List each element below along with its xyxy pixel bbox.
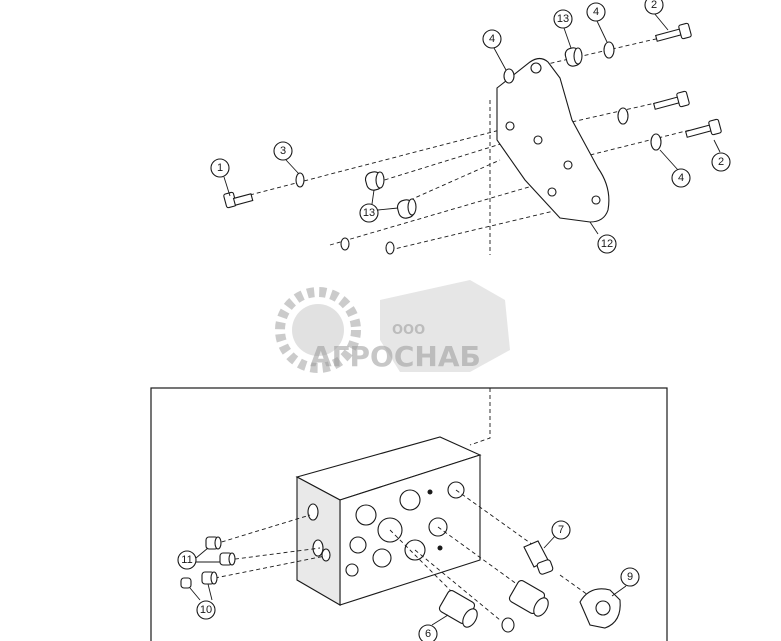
small-washer: [385, 241, 395, 255]
callouts: 1 2 2 3 4 4: [177, 0, 731, 641]
assembly-line: [544, 101, 661, 129]
callout-3: 3: [273, 141, 293, 161]
bracket-hole: [563, 160, 573, 170]
fitting: [523, 540, 554, 575]
svg-text:11: 11: [181, 554, 192, 566]
short-bolt: [223, 191, 254, 209]
svg-text:13: 13: [557, 13, 569, 25]
watermark-prefix: ООО: [392, 323, 425, 338]
bracket-hole: [591, 195, 601, 205]
solenoid-coil: [579, 588, 621, 629]
watermark-name: АГРОСНАБ: [310, 340, 481, 373]
callout-4: 4: [482, 29, 502, 49]
gear-icon: [275, 287, 361, 373]
assembly-line: [214, 514, 311, 545]
svg-text:4: 4: [489, 33, 495, 45]
assembly-line: [469, 388, 491, 446]
callout-4: 4: [671, 168, 691, 188]
plug: [180, 577, 192, 589]
assembly-line: [389, 529, 461, 601]
callout-6: 6: [418, 624, 438, 641]
spacer: [396, 198, 417, 219]
svg-text:2: 2: [718, 156, 724, 168]
svg-text:10: 10: [200, 604, 212, 616]
callout-13: 13: [359, 203, 379, 223]
svg-text:6: 6: [425, 628, 431, 640]
washer: [503, 68, 515, 84]
assembly-line: [414, 549, 501, 621]
assembly-line: [227, 547, 321, 561]
spacer: [364, 171, 385, 191]
washer: [617, 107, 629, 125]
callout-2: 2: [644, 0, 664, 15]
svg-text:13: 13: [363, 207, 375, 219]
small-washer: [295, 172, 305, 188]
mounting-bracket: [496, 57, 610, 223]
watermark-logo: ООО АГРОСНАБ: [246, 256, 534, 384]
assembly-line: [214, 555, 326, 579]
svg-text:7: 7: [558, 524, 564, 536]
washer: [650, 133, 662, 151]
assembly-line: [437, 526, 526, 591]
assembly-line: [377, 137, 521, 183]
o-ring: [501, 617, 515, 633]
callout-12: 12: [597, 234, 617, 254]
bracket-hole: [530, 62, 542, 74]
assembly-line: [409, 159, 501, 201]
plug: [205, 536, 222, 550]
plug: [201, 571, 218, 585]
svg-text:2: 2: [651, 0, 657, 11]
svg-text:1: 1: [217, 162, 223, 174]
hex-bolt: [654, 22, 692, 42]
bracket-hole: [505, 121, 515, 131]
harvester-icon: [380, 280, 510, 372]
hex-bolt: [652, 90, 690, 110]
bracket-hole: [533, 135, 543, 145]
cartridge-valve: [438, 590, 478, 628]
upper-assembly: [223, 22, 722, 255]
assembly-line: [249, 129, 501, 196]
cartridge-valve: [508, 580, 549, 617]
bracket-hole: [547, 187, 557, 197]
hex-bolt: [684, 118, 722, 138]
callout-7: 7: [551, 520, 571, 540]
plug: [219, 552, 236, 566]
svg-text:4: 4: [593, 6, 599, 18]
callout-10: 10: [196, 600, 216, 620]
callout-4: 4: [586, 2, 606, 22]
callout-2: 2: [711, 152, 731, 172]
spacer: [564, 47, 583, 67]
callout-11: 11: [177, 550, 197, 570]
assembly-line: [455, 489, 541, 551]
svg-text:9: 9: [627, 571, 633, 583]
assembly-line: [529, 37, 661, 69]
assembly-line: [389, 199, 601, 251]
callout-13: 13: [553, 9, 573, 29]
detail-frame: [150, 387, 668, 641]
washer: [603, 41, 615, 59]
small-washer: [340, 237, 350, 251]
svg-text:12: 12: [601, 238, 613, 250]
svg-text:4: 4: [678, 172, 684, 184]
svg-text:3: 3: [280, 145, 286, 157]
callout-9: 9: [620, 567, 640, 587]
callout-1: 1: [210, 158, 230, 178]
valve-block: [295, 436, 482, 606]
